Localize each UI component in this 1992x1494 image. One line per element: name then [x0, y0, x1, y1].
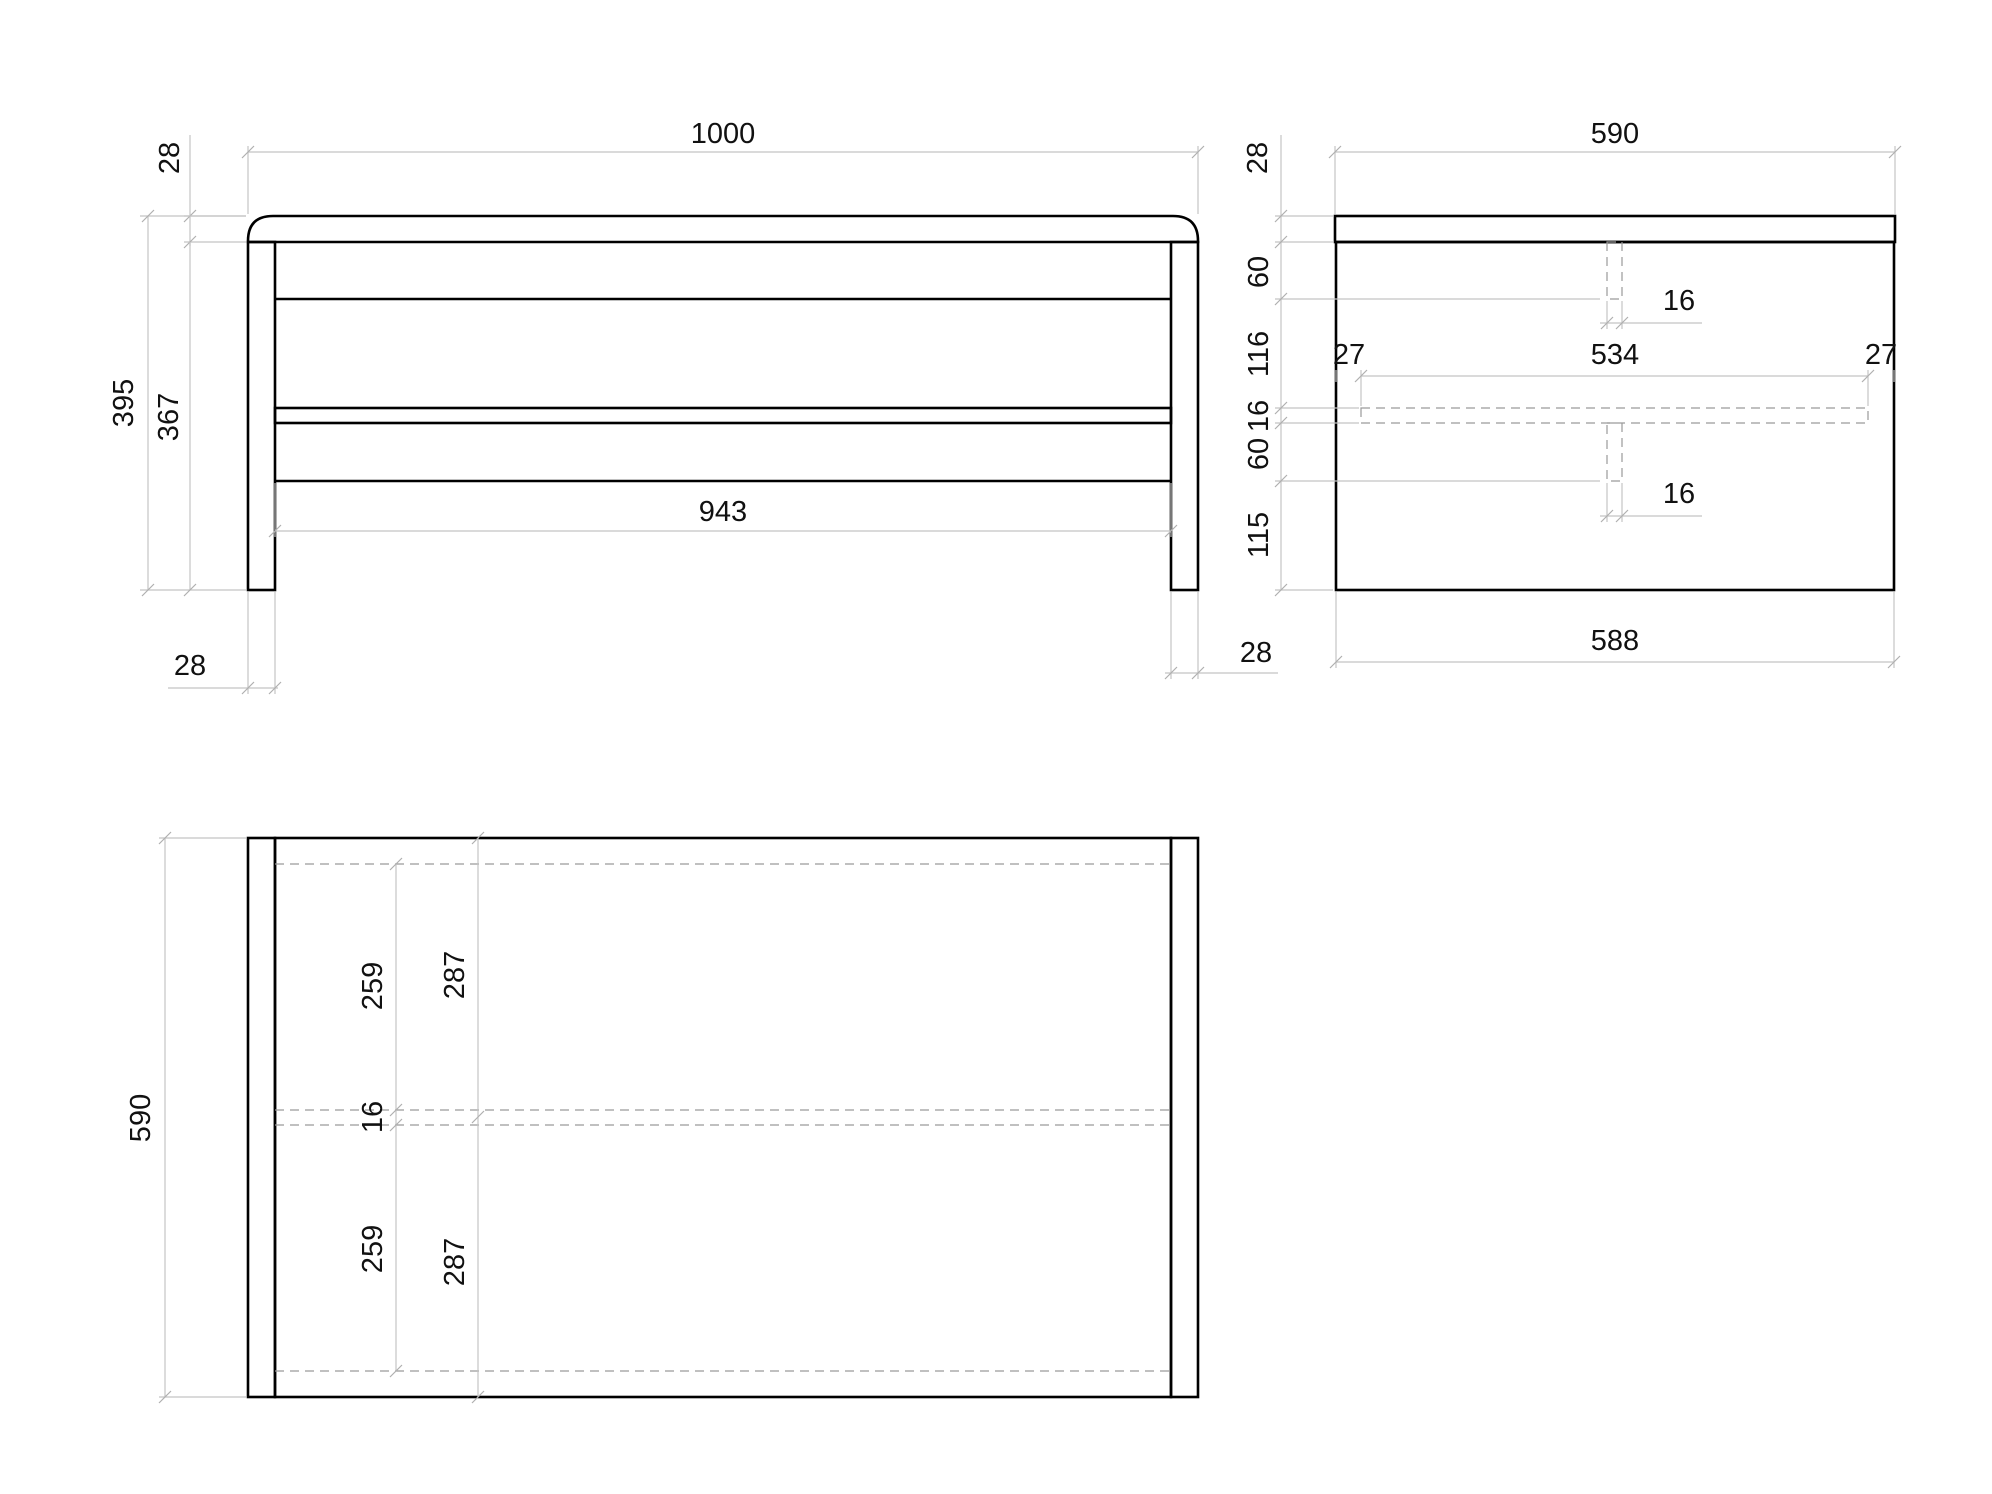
dim-top-center-rail: 16: [357, 1101, 389, 1133]
side-upper-rail-hidden: [1606, 241, 1623, 300]
dim-top-slat-front-outer: 287: [439, 951, 471, 999]
top-leg-left: [246, 836, 277, 1399]
dim-side-rail-upper-height: 60: [1243, 256, 1275, 288]
dim-side-rail-lower-thickness: 16: [1663, 478, 1695, 510]
side-shelf-hidden: [1360, 407, 1869, 424]
top-view: 590 259 287 16 259 287: [125, 831, 1200, 1404]
side-dimension-lines: [1274, 135, 1902, 669]
dim-front-overall-width: 1000: [691, 118, 756, 150]
dim-front-top-thickness: 28: [154, 142, 186, 174]
dim-side-gap-lower: 115: [1243, 512, 1275, 558]
front-leg-right: [1169, 240, 1200, 592]
dim-side-shelf-offset-left: 27: [1333, 339, 1365, 371]
top-panel: [273, 836, 1173, 1399]
dim-front-overall-height: 395: [108, 379, 140, 427]
side-body: [1334, 240, 1896, 592]
side-lower-rail-hidden: [1606, 422, 1623, 482]
dim-top-slat-back-outer: 287: [439, 1238, 471, 1286]
top-dimension-lines: [158, 831, 485, 1404]
side-view: 590 28 60 16 116 27 534 27 16 60 16 115 …: [1242, 118, 1902, 669]
dim-top-slat-front-inner: 259: [357, 962, 389, 1010]
front-leg-left: [246, 240, 277, 592]
front-shelf: [273, 406, 1173, 425]
dim-side-shelf-width: 534: [1591, 339, 1639, 371]
front-view: 1000 28 395 367 943 28 28: [108, 118, 1278, 695]
dim-front-leg-width-left: 28: [174, 650, 206, 682]
dim-top-slat-back-inner: 259: [357, 1225, 389, 1273]
dim-front-leg-height: 367: [153, 393, 185, 441]
dim-side-rail-lower-height: 60: [1243, 438, 1275, 470]
front-dimension-lines: [140, 135, 1278, 695]
dim-side-rail-upper-thickness: 16: [1663, 285, 1695, 317]
dim-side-shelf-offset-right: 27: [1865, 339, 1897, 371]
dim-side-shelf-thickness: 16: [1243, 400, 1275, 432]
dim-front-inner-width: 943: [699, 496, 747, 528]
side-tabletop: [1333, 214, 1897, 244]
dim-front-leg-width-right: 28: [1240, 637, 1272, 669]
dim-side-base-depth: 588: [1591, 625, 1639, 657]
dim-side-top-thickness: 28: [1242, 142, 1274, 174]
dim-top-overall-depth: 590: [125, 1094, 157, 1142]
dim-side-gap-upper: 116: [1243, 331, 1275, 377]
top-leg-right: [1169, 836, 1200, 1399]
side-hidden-parts: [1360, 241, 1869, 482]
top-hidden-parts: [275, 863, 1171, 1372]
dim-side-top-depth: 590: [1591, 118, 1639, 150]
front-tabletop: [246, 214, 1200, 244]
